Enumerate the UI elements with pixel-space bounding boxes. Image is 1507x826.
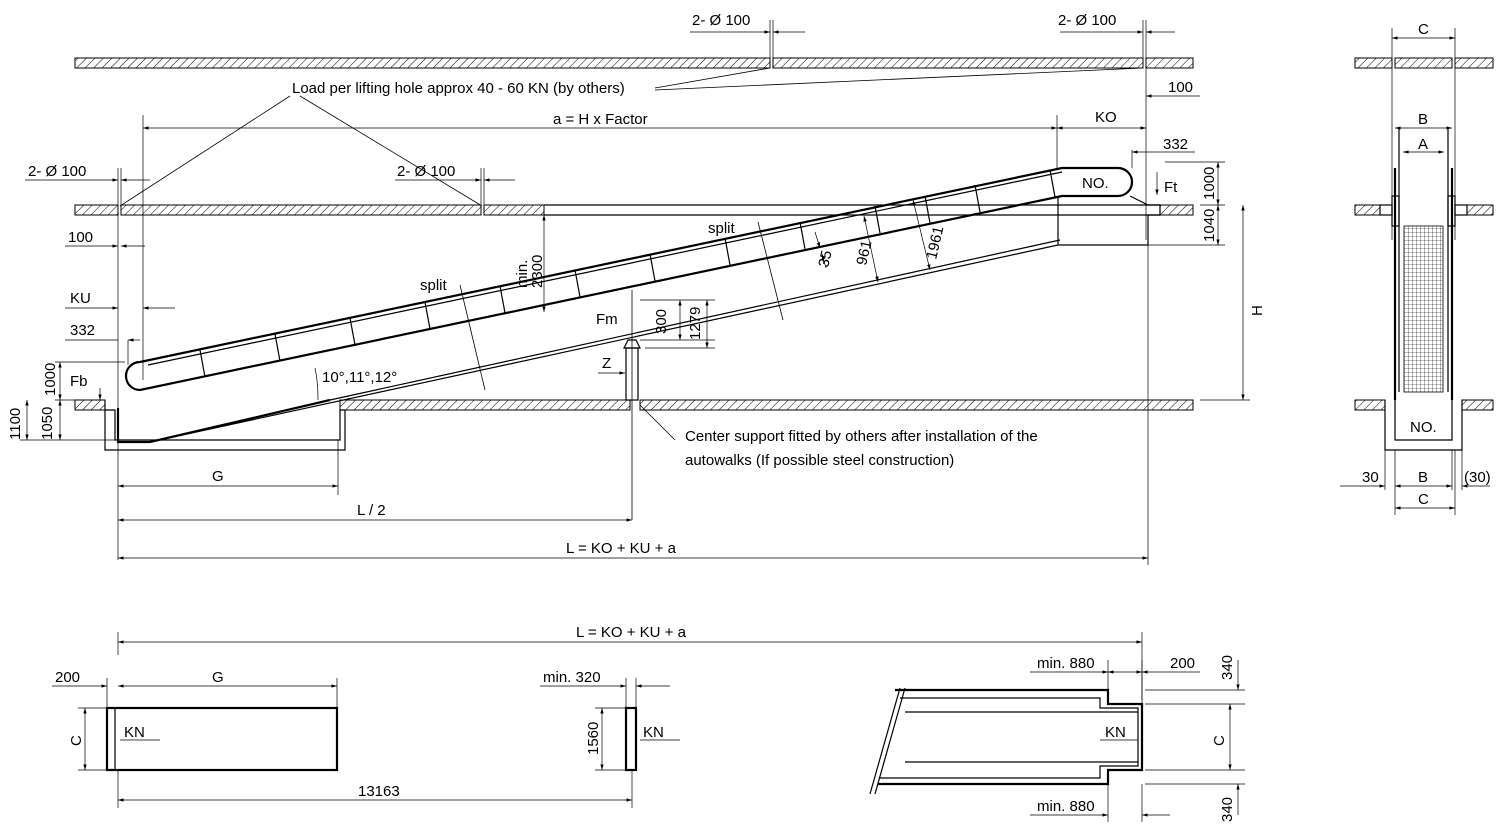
plan-dim-1560: 1560 bbox=[585, 722, 602, 755]
dim-1050: 1050 bbox=[39, 407, 56, 440]
lower-floor-slab bbox=[74, 399, 1194, 411]
load-note: Load per lifting hole approx 40 - 60 KN … bbox=[292, 80, 625, 97]
escalator-truss bbox=[124, 166, 1161, 443]
dim-332-right: 332 bbox=[1163, 136, 1188, 153]
hole-label-top-right: 2- Ø 100 bbox=[1058, 12, 1116, 29]
dim-1961: 1961 bbox=[923, 225, 947, 261]
min-2300-value: 2300 bbox=[529, 255, 546, 288]
dim-g: G bbox=[212, 468, 224, 485]
plan-dim-340-bottom: 340 bbox=[1219, 797, 1236, 822]
plan-dim-l: L = KO + KU + a bbox=[576, 624, 687, 641]
dim-100-left: 100 bbox=[68, 229, 93, 246]
plan-dim-13163: 13163 bbox=[358, 783, 400, 800]
side-no-label: NO. bbox=[1410, 419, 1437, 436]
side-dim-c-bottom: C bbox=[1418, 491, 1429, 508]
side-dim-b-bottom: B bbox=[1418, 469, 1428, 486]
dim-1279: 1279 bbox=[687, 307, 704, 340]
dim-100-right: 100 bbox=[1168, 79, 1193, 96]
support-note-line2: autowalks (If possible steel constructio… bbox=[685, 452, 954, 469]
angle-label: 10°,11°,12° bbox=[322, 369, 397, 386]
split-label-2: split bbox=[708, 220, 736, 237]
dim-300: 300 bbox=[653, 309, 670, 334]
fm-label: Fm bbox=[596, 311, 618, 328]
z-label: Z bbox=[602, 355, 611, 372]
plan-dim-g: G bbox=[212, 669, 224, 686]
hole-label-left: 2- Ø 100 bbox=[28, 163, 86, 180]
fb-label: Fb bbox=[70, 373, 88, 390]
upper-floor-slab bbox=[74, 204, 1194, 216]
dim-l: L = KO + KU + a bbox=[566, 540, 677, 557]
dimension-lines bbox=[20, 20, 1250, 565]
plan-view bbox=[52, 632, 1245, 822]
side-section bbox=[1340, 28, 1494, 515]
dim-1100: 1100 bbox=[7, 408, 24, 440]
plan-dim-c-right: C bbox=[1211, 735, 1228, 746]
plan-dim-200-left: 200 bbox=[55, 669, 80, 686]
dim-ku: KU bbox=[70, 290, 91, 307]
side-dim-30-paren: (30) bbox=[1464, 469, 1491, 486]
side-dim-a: A bbox=[1418, 136, 1428, 153]
dim-l-half: L / 2 bbox=[357, 502, 386, 519]
center-support bbox=[623, 290, 641, 520]
no-label-top: NO. bbox=[1082, 175, 1109, 192]
dim-1000-left: 1000 bbox=[42, 363, 59, 396]
min-2300-label: min. bbox=[514, 260, 531, 288]
plan-dim-c-left: C bbox=[68, 735, 85, 746]
plan-kn-left: KN bbox=[124, 724, 145, 741]
split-label-1: split bbox=[420, 277, 448, 294]
dim-961: 961 bbox=[853, 239, 875, 267]
hole-label-top-mid: 2- Ø 100 bbox=[692, 12, 750, 29]
side-dim-c-top: C bbox=[1418, 21, 1429, 38]
plan-dim-min880-top: min. 880 bbox=[1037, 655, 1095, 672]
plan-dim-340-top: 340 bbox=[1219, 655, 1236, 680]
dim-a: a = H x Factor bbox=[553, 111, 648, 128]
text-labels: 2- Ø 100 2- Ø 100 Load per lifting hole … bbox=[7, 12, 1491, 822]
dim-35: 35 bbox=[815, 249, 835, 269]
side-dim-30: 30 bbox=[1362, 469, 1379, 486]
hole-label-mid: 2- Ø 100 bbox=[397, 163, 455, 180]
ceiling-slab bbox=[74, 57, 1194, 69]
dim-1000-right: 1000 bbox=[1201, 167, 1218, 200]
support-note-line1: Center support fitted by others after in… bbox=[685, 428, 1038, 445]
ft-label: Ft bbox=[1164, 179, 1178, 196]
side-dim-b-top: B bbox=[1418, 111, 1428, 128]
plan-dim-min320: min. 320 bbox=[543, 669, 601, 686]
dim-h: H bbox=[1249, 305, 1266, 316]
dim-ko: KO bbox=[1095, 109, 1117, 126]
plan-dim-min880-bottom: min. 880 bbox=[1037, 798, 1095, 815]
dim-332-left: 332 bbox=[70, 322, 95, 339]
plan-dim-200-right: 200 bbox=[1170, 655, 1195, 672]
plan-kn-right: KN bbox=[1105, 724, 1126, 741]
dim-1040: 1040 bbox=[1201, 209, 1218, 242]
plan-kn-mid: KN bbox=[643, 724, 664, 741]
